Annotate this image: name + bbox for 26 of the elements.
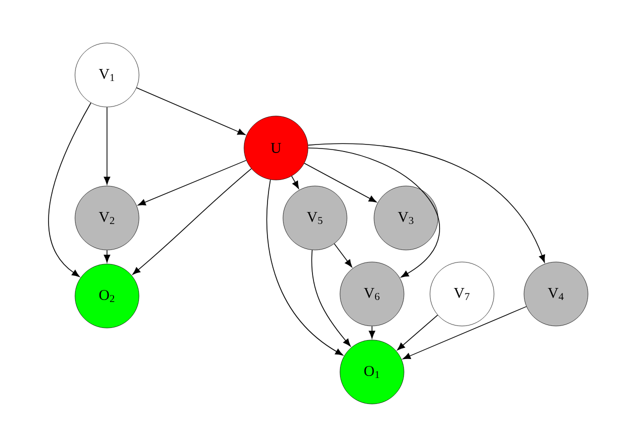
arrow [304,162,377,202]
arrow [311,250,351,346]
arrow [266,179,344,356]
arrow [334,243,352,268]
graph-node: V$_{5}$ [282,186,348,250]
arrow [136,87,246,135]
arrow [104,250,110,263]
latent-node: U [244,116,308,180]
outcome-node: O$_{1}$ [340,340,404,404]
observed-node: V$_{1}$ [74,42,140,108]
observed-node: V$_{7}$ [430,262,494,326]
arrow [308,148,440,278]
outcome-node: O$_{2}$ [74,264,140,328]
arrow [132,168,252,275]
arrow [397,314,438,350]
arrow [368,326,376,339]
graph-node: V$_{3}$ [374,186,438,250]
arrow [104,106,110,185]
arrow [291,176,299,189]
graph-node: V$_{4}$ [524,262,588,326]
arrow [308,143,546,263]
arrow [138,160,247,206]
arrow [48,102,92,277]
graph-node: V$_{2}$ [74,186,140,250]
arrow [402,306,527,360]
graph-node: V$_{6}$ [340,262,404,326]
